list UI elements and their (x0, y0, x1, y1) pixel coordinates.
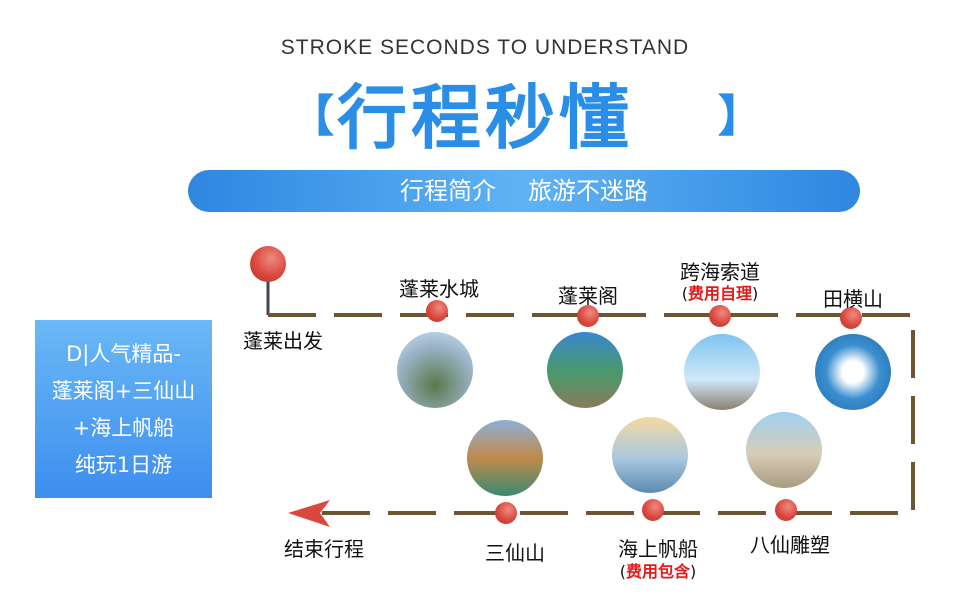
stop-label: 蓬莱水城 (399, 277, 479, 301)
stop-pin-icon (709, 305, 731, 327)
stop-pin-icon (495, 502, 517, 524)
tour-line: +海上帆船 (72, 416, 175, 440)
start-label: 蓬莱出发 (243, 329, 323, 353)
stop-pin-icon (775, 499, 797, 521)
banner-left: 行程简介 (400, 177, 496, 205)
tour-line: D|人气精品- (66, 342, 181, 366)
bracket-left: 【 (290, 91, 334, 142)
photo-tianheng-mountain (815, 334, 891, 410)
stop-label: 跨海索道 (680, 260, 760, 284)
stop-pin-icon (577, 305, 599, 327)
start-pin-icon (250, 246, 286, 282)
tour-line: 蓬莱阁+三仙山 (51, 379, 196, 403)
header-subtitle: STROKE SECONDS TO UNDERSTAND (280, 36, 690, 59)
stop-label: 海上帆船 (618, 537, 698, 561)
end-arrow-icon (288, 500, 330, 527)
tour-line: 纯玩1日游 (74, 453, 173, 477)
stop-note: (费用包含) (619, 562, 697, 581)
photo-penglai-water-city (397, 332, 473, 408)
stop-note: (费用自理) (681, 284, 759, 303)
photo-sailboat (612, 417, 688, 493)
stop-pin-icon (642, 499, 664, 521)
stop-label: 三仙山 (485, 541, 545, 565)
photo-eight-immortals (746, 412, 822, 488)
stop-label: 蓬莱阁 (558, 284, 618, 308)
end-label: 结束行程 (284, 537, 364, 561)
photo-cableway (684, 334, 760, 410)
banner-right: 旅游不迷路 (528, 177, 648, 205)
stop-label: 田横山 (823, 287, 883, 311)
tour-box: D|人气精品- 蓬莱阁+三仙山 +海上帆船 纯玩1日游 (35, 320, 212, 498)
stop-pin-icon (426, 300, 448, 322)
stop-pin-icon (840, 307, 862, 329)
bracket-right: 】 (718, 91, 762, 142)
photo-penglai-pavilion (547, 332, 623, 408)
intro-banner: 行程简介 旅游不迷路 (188, 170, 860, 212)
page-title: 行程秒懂 (337, 77, 633, 159)
photo-sanxian-mountain (467, 420, 543, 496)
stop-label: 八仙雕塑 (750, 533, 830, 557)
